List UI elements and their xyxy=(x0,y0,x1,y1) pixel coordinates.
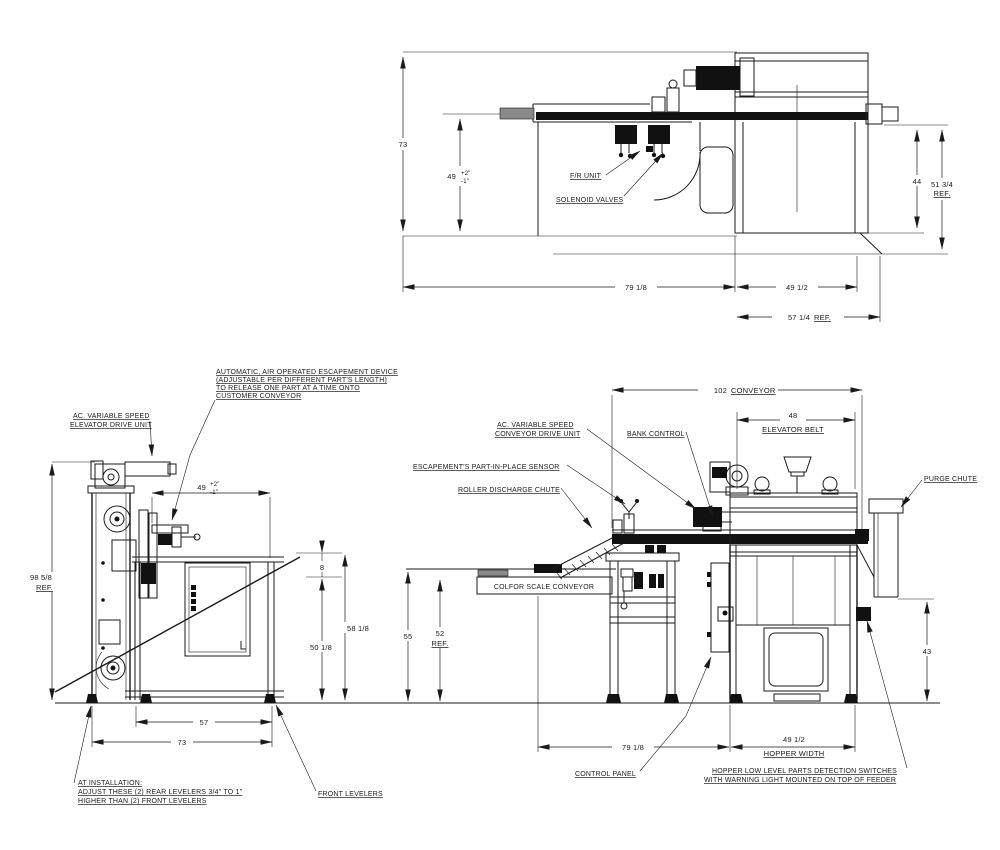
note-escapement-line3: TO RELEASE ONE PART AT A TIME ONTO xyxy=(216,385,360,392)
note-install-line1: AT INSTALLATION: xyxy=(78,780,142,787)
conveyor-drive-gearbox xyxy=(693,507,722,527)
dim-51-34: 51 3/4 xyxy=(931,180,953,189)
top-view-door-swing-arc xyxy=(646,122,701,201)
dim-73-left: 73 xyxy=(178,738,187,747)
label-bank-control: BANK CONTROL xyxy=(627,431,685,438)
dim-102-suffix: CONVEYOR xyxy=(731,386,776,395)
dim-depth-73: 73 xyxy=(399,140,408,149)
label-conveyor-drive-line2: CONVEYOR DRIVE UNIT xyxy=(495,431,581,438)
label-control-panel: CONTROL PANEL xyxy=(575,771,636,778)
label-elevator-drive-line1: AC. VARIABLE SPEED xyxy=(73,413,150,420)
note-escapement-line2: (ADJUSTABLE PER DIFFERENT PART'S LENGTH) xyxy=(216,377,387,384)
dim-102: 102 xyxy=(714,386,727,395)
dim-49-12-plan: 49 1/2 xyxy=(786,283,808,292)
top-view-solenoid-valves xyxy=(615,125,670,159)
dim-49-left-tol-plus: +2" xyxy=(210,482,220,488)
dim-43: 43 xyxy=(923,647,932,656)
dim-52: 52 xyxy=(436,629,445,638)
dim-49-12-suffix: HOPPER WIDTH xyxy=(764,749,825,758)
right-view-labels: AC. VARIABLE SPEED CONVEYOR DRIVE UNIT B… xyxy=(413,422,977,784)
purge-chute xyxy=(855,498,904,598)
dim-79-18-right: 79 1/8 xyxy=(622,743,644,752)
dim-49-plan-tol-minus: -1" xyxy=(461,179,469,185)
dim-57-14-ref: REF. xyxy=(814,313,831,322)
low-level-switch-left xyxy=(754,476,770,492)
note-escapement-line1: AUTOMATIC, AIR OPERATED ESCAPEMENT DEVIC… xyxy=(216,369,398,376)
low-level-switch-right xyxy=(822,476,838,492)
dim-58-18: 58 1/8 xyxy=(347,624,369,633)
note-hopper-line1: HOPPER LOW LEVEL PARTS DETECTION SWITCHE… xyxy=(712,768,897,775)
left-view-elevator-tower xyxy=(52,460,177,700)
dim-49-12-right: 49 1/2 xyxy=(783,735,805,744)
electrical-panel xyxy=(184,562,251,657)
warning-light xyxy=(783,456,812,473)
scale-conveyor: COLFOR SCALE CONVEYOR xyxy=(406,568,616,595)
left-view-frame xyxy=(54,556,301,703)
top-view-drive-motor xyxy=(683,57,755,97)
elevator-belt-housing xyxy=(729,492,858,546)
part-in-place-sensor xyxy=(620,501,638,519)
dim-51-34-ref: REF. xyxy=(933,189,950,198)
dim-57-left: 57 xyxy=(200,718,209,727)
bottom-pulley xyxy=(100,655,126,681)
label-elevator-drive-line2: ELEVATOR DRIVE UNIT xyxy=(70,422,152,429)
dim-8: 8 xyxy=(320,563,324,572)
dim-49-left: 49 xyxy=(197,483,206,492)
note-hopper-line2: WITH WARNING LIGHT MOUNTED ON TOP OF FEE… xyxy=(704,777,896,784)
top-view-conveyor-beam xyxy=(499,79,899,236)
left-view-escapement-device xyxy=(138,509,201,599)
top-view-extension-lines xyxy=(402,51,948,322)
air-filter-regulator xyxy=(620,568,634,578)
dim-44: 44 xyxy=(913,177,922,186)
feeder-machine xyxy=(707,456,871,703)
rear-leveler xyxy=(86,694,98,703)
top-view: 73 49 +2" -1" 44 51 3/4 REF. 79 1/8 49 1… xyxy=(390,51,959,322)
note-escapement-line4: CUSTOMER CONVEYOR xyxy=(216,393,301,400)
dim-49-plan-tol-plus: +2" xyxy=(461,171,471,177)
dim-50-18: 50 1/8 xyxy=(310,643,332,652)
dim-98-58: 98 5/8 xyxy=(30,573,52,582)
dim-79-18-plan: 79 1/8 xyxy=(625,283,647,292)
note-install-line2: ADJUST THESE (2) REAR LEVELERS 3/4" TO 1… xyxy=(78,789,243,796)
elevator-drive-motor xyxy=(124,461,171,477)
label-pip-sensor: ESCAPEMENT'S PART-IN-PLACE SENSOR xyxy=(413,464,560,471)
label-solenoid-valves: SOLENOID VALVES xyxy=(556,197,623,204)
dim-98-58-ref: REF. xyxy=(36,583,53,592)
label-roller-discharge-chute: ROLLER DISCHARGE CHUTE xyxy=(458,487,560,494)
dim-55: 55 xyxy=(404,632,413,641)
top-view-labels: F/R UNIT SOLENOID VALVES xyxy=(556,150,664,204)
label-fr-unit: F/R UNIT xyxy=(570,173,602,180)
note-install-line3: HIGHER THAN (2) FRONT LEVELERS xyxy=(78,798,207,805)
dim-48: 48 xyxy=(789,411,798,420)
label-front-levelers: FRONT LEVELERS xyxy=(318,791,383,798)
label-purge-chute: PURGE CHUTE xyxy=(924,476,977,483)
hopper-window xyxy=(763,627,829,692)
right-side-view: COLFOR SCALE CONVEYOR xyxy=(55,384,977,784)
top-view-dimensions: 73 49 +2" -1" 44 51 3/4 REF. 79 1/8 49 1… xyxy=(390,56,959,322)
front-leveler xyxy=(264,694,276,703)
top-pulley xyxy=(103,505,131,533)
right-view-dimensions: 102 CONVEYOR 48 ELEVATOR BELT 55 52 REF.… xyxy=(399,384,937,758)
dim-48-suffix: ELEVATOR BELT xyxy=(762,425,824,434)
roller-discharge-chute xyxy=(534,534,625,580)
dim-52-ref: REF. xyxy=(431,639,448,648)
label-colfor-scale-conveyor: COLFOR SCALE CONVEYOR xyxy=(494,584,594,591)
left-view-labels: AC. VARIABLE SPEED ELEVATOR DRIVE UNIT A… xyxy=(70,369,398,805)
dim-49-plan: 49 xyxy=(447,172,456,181)
dim-57-14: 57 1/4 xyxy=(788,313,810,322)
dim-49-left-tol-minus: -1" xyxy=(210,490,218,496)
inclined-belt-line xyxy=(54,556,301,693)
top-view-feeder-block xyxy=(699,52,883,255)
left-side-view: 98 5/8 REF. 49 +2" -1" 8 58 1/8 50 1/8 xyxy=(26,369,398,805)
control-pedestal xyxy=(605,552,680,703)
escapement-rod xyxy=(499,107,535,120)
left-view-dimensions: 98 5/8 REF. 49 +2" -1" 8 58 1/8 50 1/8 xyxy=(26,463,376,747)
label-conveyor-drive-line1: AC. VARIABLE SPEED xyxy=(497,422,574,429)
